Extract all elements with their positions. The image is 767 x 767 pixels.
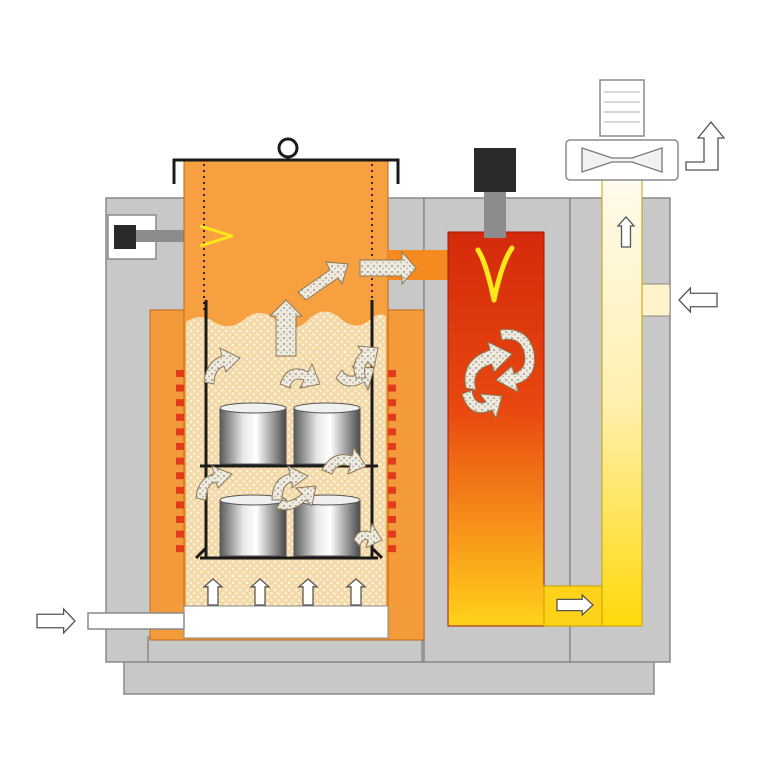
arrow-right-icon: [678, 286, 718, 314]
casing-bottom-ledge: [147, 636, 423, 663]
cooling-duct: [601, 175, 643, 627]
exhaust-fan: [565, 79, 679, 181]
swirl-arrow-icon: [495, 328, 536, 393]
arrow-up-icon: [345, 578, 367, 606]
swirl-arrow-icon: [279, 362, 321, 389]
swirl-arrow-icon: [203, 347, 241, 385]
arrow-up-icon: [268, 299, 304, 357]
afterburner-burner: [474, 148, 516, 192]
coil-segment: [176, 486, 184, 494]
flame-icon: [475, 245, 515, 303]
coil-segment: [388, 457, 396, 465]
swirl-arrow-icon: [321, 446, 367, 475]
coil-segment: [176, 457, 184, 465]
arrow-right-icon: [36, 607, 76, 635]
gas-inlet-pipe: [87, 612, 185, 630]
retort-lid: [172, 158, 400, 184]
gas-distribution-plate: [183, 605, 389, 639]
coil-segment: [176, 370, 184, 377]
base-plinth: [123, 659, 655, 695]
swirl-arrow-icon: [275, 485, 317, 511]
coil-segment: [388, 516, 396, 523]
arrow-up-icon: [297, 578, 319, 606]
coil-segment: [176, 516, 184, 523]
pilot-burner: [114, 225, 136, 249]
fresh-air-inlet: [640, 283, 671, 317]
coil-segment: [388, 399, 396, 407]
swirl-arrow-icon: [461, 389, 503, 420]
coil-segment: [388, 472, 396, 480]
coil-segment: [176, 428, 184, 436]
arrow-up-icon: [202, 578, 224, 606]
coil-segment: [176, 472, 184, 480]
pilot-burner-pipe: [136, 230, 192, 242]
swirl-arrow-icon: [353, 345, 379, 379]
coil-segment: [176, 443, 184, 450]
arrow-up-icon: [616, 216, 636, 248]
coil-segment: [176, 384, 184, 392]
coil-segment: [176, 399, 184, 407]
swirl-arrow-icon: [464, 341, 513, 391]
fan-icon: [581, 147, 663, 173]
arrow-right-icon: [359, 250, 417, 286]
coil-segment: [388, 428, 396, 436]
coil-segment: [388, 370, 396, 377]
heating-coil-right: [388, 370, 396, 553]
arrow-right-icon: [556, 593, 594, 617]
coil-segment: [388, 384, 396, 392]
coil-segment: [388, 413, 396, 421]
flow-arrows: [36, 120, 726, 635]
heating-coil-left: [176, 370, 184, 553]
coil-segment: [176, 501, 184, 509]
coil-segment: [388, 530, 396, 538]
flame-icon: [199, 224, 234, 248]
arrow-up-icon: [249, 578, 271, 606]
afterburner-burner-neck: [484, 192, 506, 238]
arrow-up-icon: [685, 120, 726, 171]
coil-segment: [388, 545, 396, 553]
coil-segment: [176, 530, 184, 538]
swirl-arrow-icon: [195, 465, 233, 501]
lifting-ring: [277, 137, 299, 159]
coil-segment: [388, 501, 396, 509]
cylindrical-workpieces: [219, 402, 361, 557]
coil-segment: [388, 443, 396, 450]
swirl-arrow-icon: [353, 522, 383, 549]
arrow-right-icon: [297, 261, 349, 301]
coil-segment: [388, 486, 396, 494]
swirl-arrow-icon: [271, 465, 309, 501]
coil-segment: [176, 413, 184, 421]
gas-flow-arrows: [195, 250, 536, 549]
coil-segment: [176, 545, 184, 553]
